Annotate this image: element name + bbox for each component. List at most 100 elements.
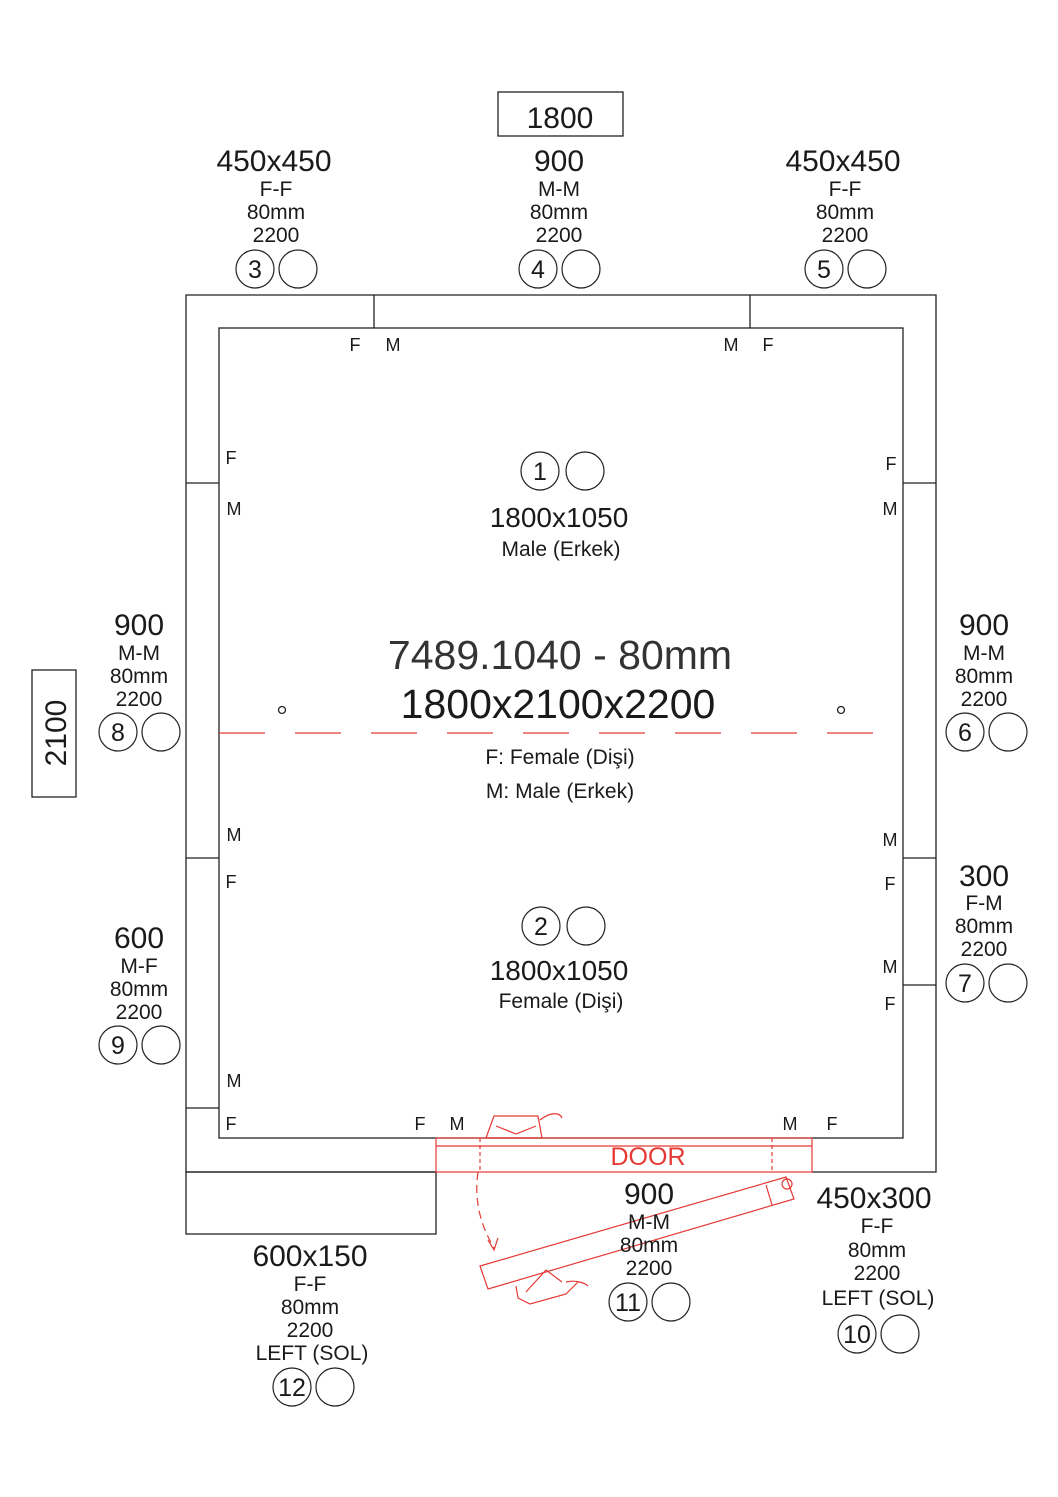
swing-arrow-icon	[487, 1237, 499, 1252]
panel-number: 6	[958, 719, 972, 747]
panel-number-badge	[235, 249, 275, 289]
panel-size: 600	[114, 922, 164, 955]
door-swing-arc	[476, 1171, 495, 1249]
panel-height: 2200	[116, 1001, 163, 1024]
panel-number-badge	[521, 906, 561, 946]
door-lock-icon	[781, 1178, 793, 1190]
panel-number: 5	[817, 256, 831, 284]
panel-check-circle[interactable]	[847, 249, 887, 289]
joint-mark: F	[763, 335, 774, 355]
door-leaf	[479, 1176, 795, 1290]
door[interactable]: DOOR	[435, 1113, 813, 1305]
panel-joint: M-M	[118, 642, 160, 665]
panel-number: 3	[248, 256, 262, 284]
hanger-point-right	[836, 705, 846, 715]
panel-number: 9	[111, 1032, 125, 1060]
hinge-icon	[485, 1113, 563, 1139]
joint-mark: F	[226, 872, 237, 892]
joint-mark: F	[226, 1114, 237, 1134]
joint-mark: F	[885, 994, 896, 1014]
panel-number-badge	[804, 249, 844, 289]
panel-thickness: 80mm	[816, 201, 874, 224]
panel-height: 2200	[253, 224, 300, 247]
panel-number: 8	[111, 719, 125, 747]
panel-joint: M-M	[628, 1211, 670, 1234]
wall-panel-6[interactable]: 900 M-M 80mm 2200 6	[945, 609, 1028, 752]
panel-thickness: 80mm	[955, 915, 1013, 938]
panel-number-badge	[98, 712, 138, 752]
panel-type: Male (Erkek)	[501, 538, 620, 561]
wall-panel-9[interactable]: 600 M-F 80mm 2200 9	[98, 922, 181, 1065]
wall-panel-10[interactable]: 450x300 F-F 80mm 2200 LEFT (SOL) 10	[816, 1182, 935, 1354]
joint-mark: M	[227, 825, 242, 845]
legend-female: F: Female (Dişi)	[485, 746, 634, 769]
joint-mark: F	[415, 1114, 426, 1134]
joint-mark: F	[886, 454, 897, 474]
panel-size: 1800x1050	[490, 502, 629, 533]
wall-panel-12[interactable]: 600x150 F-F 80mm 2200 LEFT (SOL) 12	[252, 1240, 368, 1407]
panel-thickness: 80mm	[620, 1234, 678, 1257]
panel-joint: M-M	[538, 178, 580, 201]
door-label: DOOR	[611, 1143, 686, 1171]
panel-joint: F-F	[294, 1273, 327, 1296]
wall-panel-5[interactable]: 450x450 F-F 80mm 2200 5	[785, 145, 901, 289]
panel-number-badge	[945, 963, 985, 1003]
panel-side: LEFT (SOL)	[822, 1287, 935, 1310]
joint-mark: M	[227, 499, 242, 519]
width-dimension-box	[497, 91, 624, 137]
panel-joint: F-F	[829, 178, 862, 201]
panel-check-circle[interactable]	[141, 1025, 181, 1065]
panel-size: 450x300	[816, 1182, 931, 1215]
panel-number-badge	[520, 451, 560, 491]
panel-size: 900	[959, 609, 1009, 642]
panel-height: 2200	[626, 1257, 673, 1280]
panel-check-circle[interactable]	[561, 249, 601, 289]
panel-number-badge	[837, 1314, 877, 1354]
panel-thickness: 80mm	[281, 1296, 339, 1319]
panel-type: Female (Dişi)	[499, 990, 624, 1013]
panel-check-circle[interactable]	[141, 712, 181, 752]
panel-check-circle[interactable]	[566, 906, 606, 946]
joint-mark: M	[227, 1071, 242, 1091]
wall-panel-4[interactable]: 900 M-M 80mm 2200 4	[518, 145, 601, 289]
joint-mark: F	[885, 874, 896, 894]
panel-number-badge	[518, 249, 558, 289]
panel-size: 450x450	[785, 145, 900, 178]
joint-mark: F	[350, 335, 361, 355]
door-leaf-seam	[765, 1184, 773, 1206]
wall-panel-7[interactable]: 300 F-M 80mm 2200 7	[945, 860, 1028, 1003]
panel-joint: F-F	[260, 178, 293, 201]
floor-profile-panel	[185, 1171, 437, 1235]
panel-height: 2200	[961, 688, 1008, 711]
panel-height: 2200	[287, 1319, 334, 1342]
depth-dimension-box	[31, 669, 77, 798]
ceiling-panel-2[interactable]: 2 1800x1050 Female (Dişi)	[490, 906, 629, 1013]
panel-size: 600x150	[252, 1240, 367, 1273]
depth-dimension: 2100	[40, 700, 73, 767]
panel-size: 1800x1050	[490, 955, 629, 986]
wall-panel-11[interactable]: 900 M-M 80mm 2200 11	[608, 1178, 691, 1322]
joint-mark: M	[883, 957, 898, 977]
joint-mark: M	[386, 335, 401, 355]
panel-joint: F-M	[965, 892, 1002, 915]
panel-check-circle[interactable]	[315, 1367, 355, 1407]
panel-check-circle[interactable]	[565, 451, 605, 491]
panel-number: 10	[843, 1321, 871, 1349]
panel-check-circle[interactable]	[988, 712, 1028, 752]
joint-mark: M	[783, 1114, 798, 1134]
panel-check-circle[interactable]	[651, 1282, 691, 1322]
panel-check-circle[interactable]	[988, 963, 1028, 1003]
panel-size: 900	[624, 1178, 674, 1211]
panel-check-circle[interactable]	[278, 249, 318, 289]
panel-joint: M-M	[963, 642, 1005, 665]
panel-height: 2200	[822, 224, 869, 247]
panel-number: 11	[615, 1289, 641, 1317]
wall-panel-3[interactable]: 450x450 F-F 80mm 2200 3	[216, 145, 332, 289]
panel-check-circle[interactable]	[880, 1314, 920, 1354]
panel-thickness: 80mm	[247, 201, 305, 224]
ceiling-panel-1[interactable]: 1 1800x1050 Male (Erkek)	[490, 451, 629, 561]
panel-number-badge	[98, 1025, 138, 1065]
wall-panel-8[interactable]: 900 M-M 80mm 2200 8	[98, 609, 181, 752]
outer-wall	[185, 294, 937, 1173]
